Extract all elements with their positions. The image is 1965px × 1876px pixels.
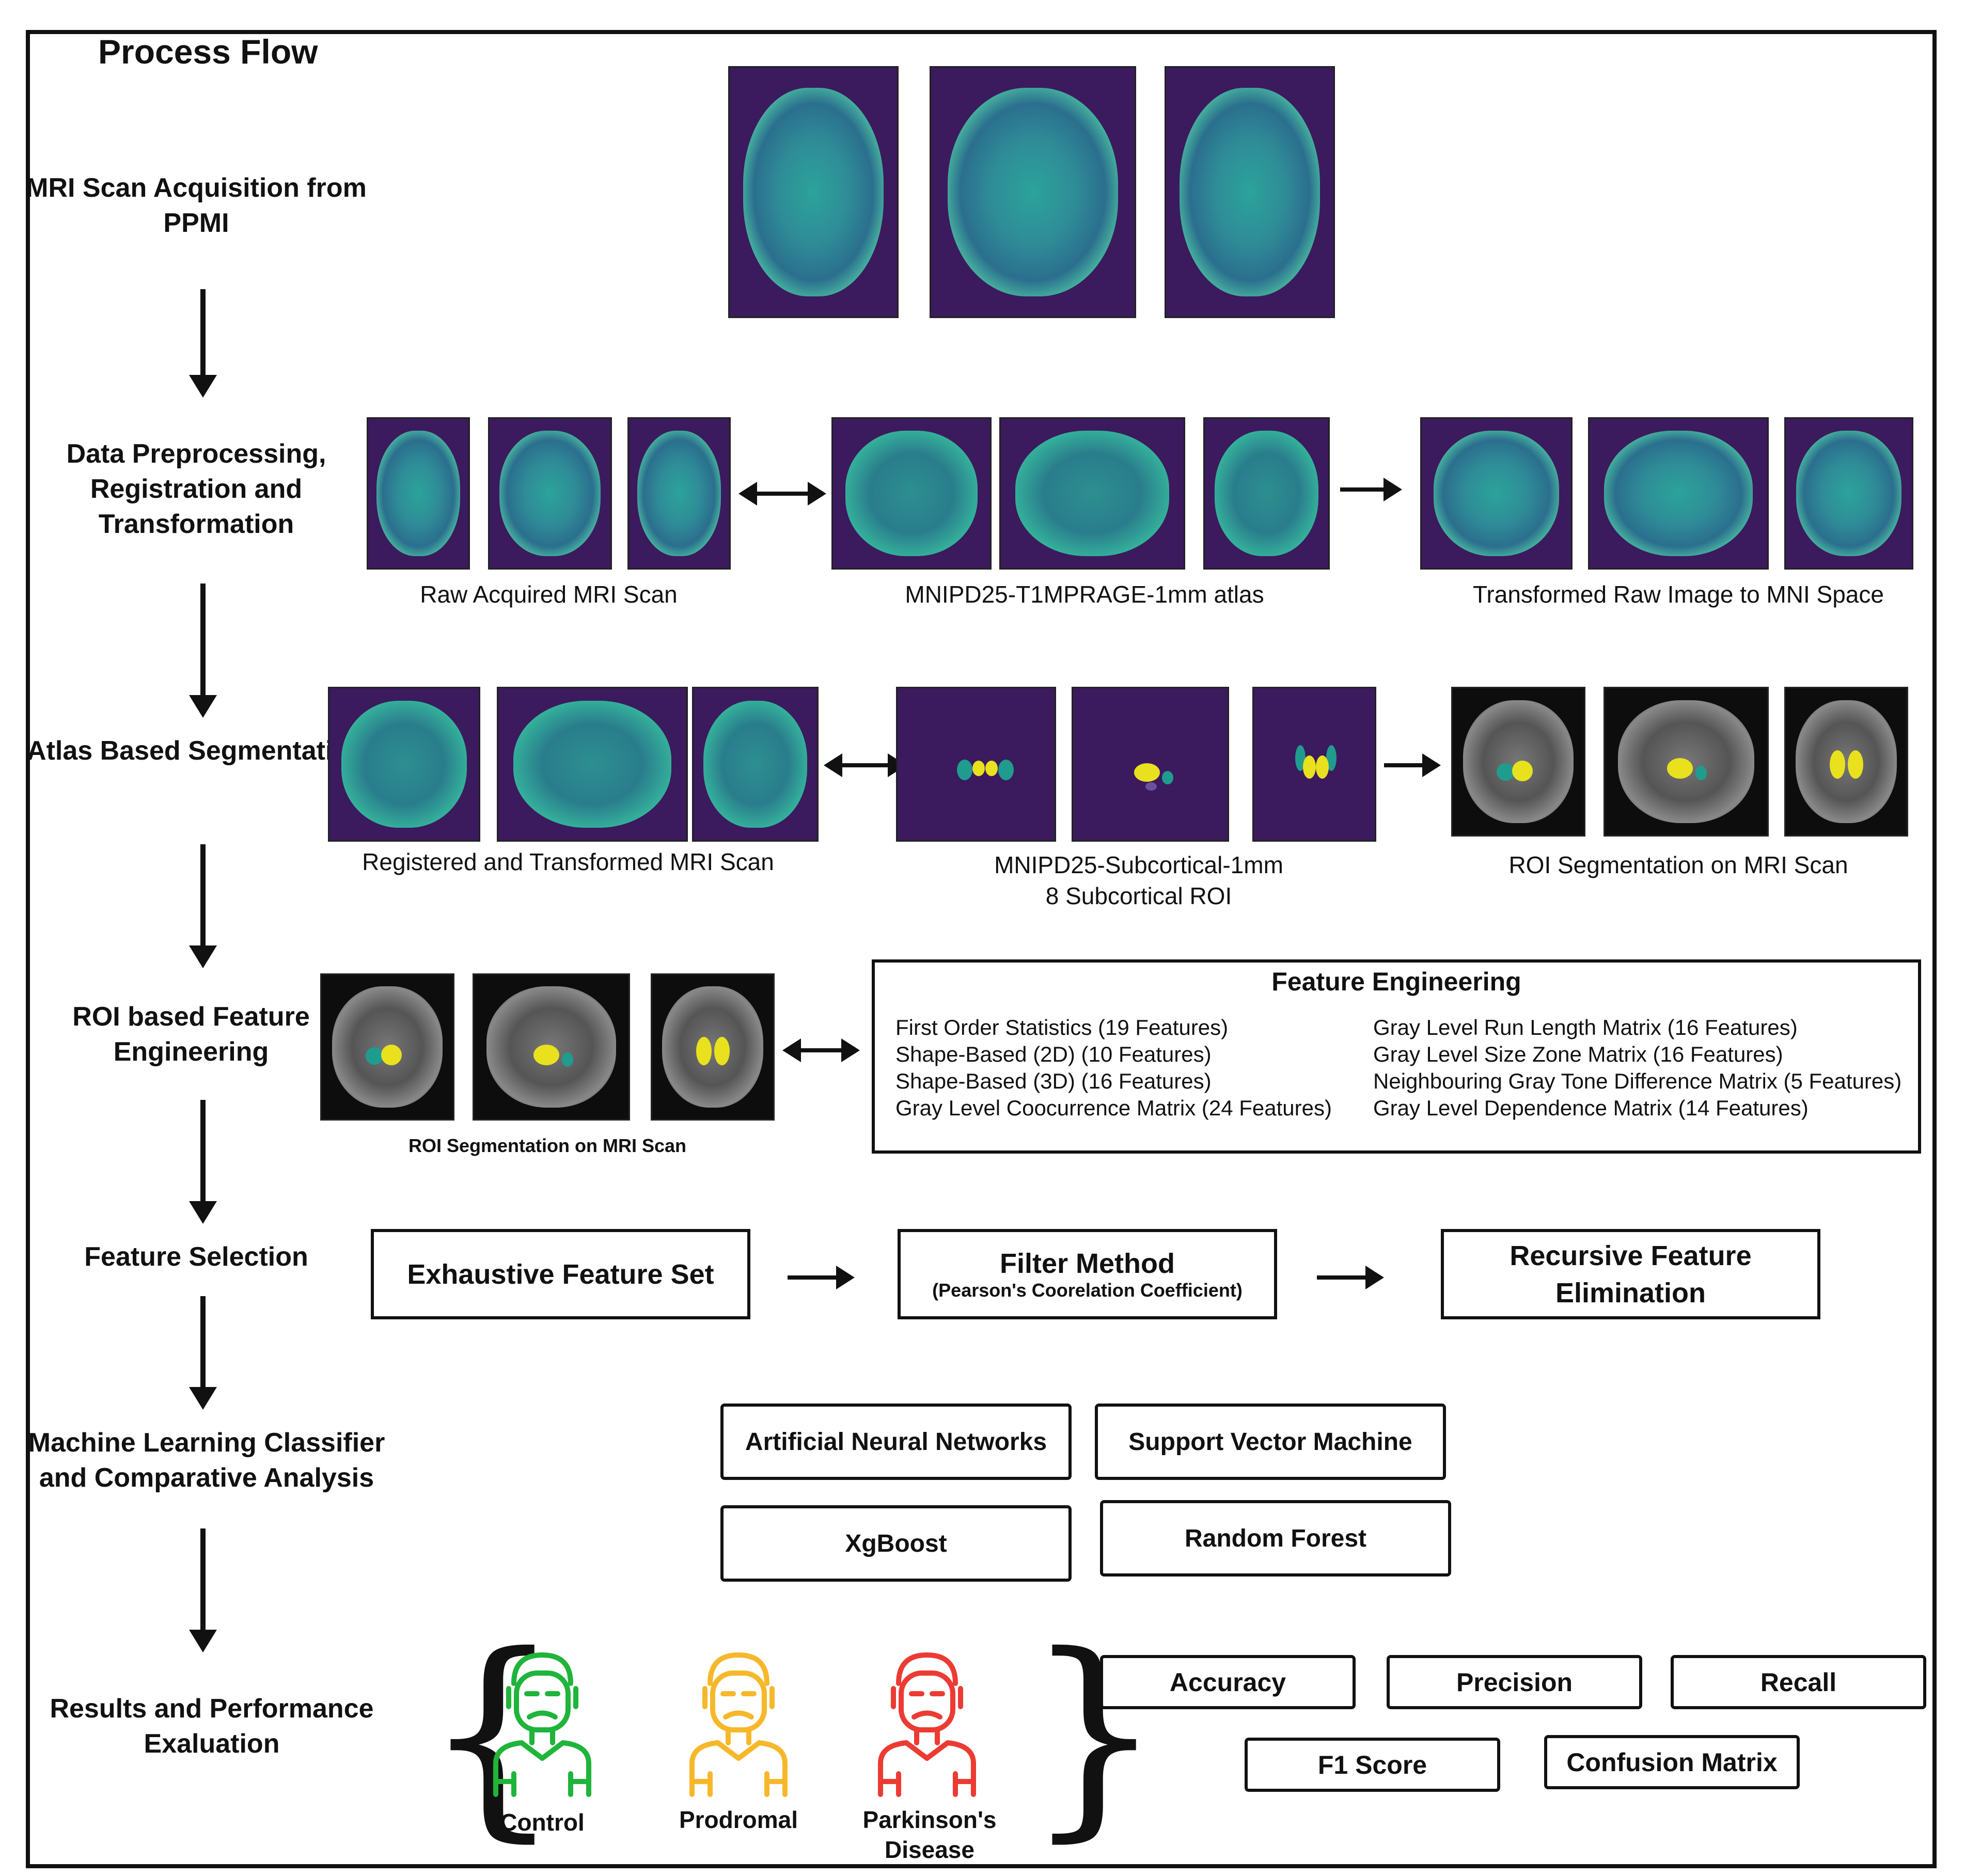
mri-sagittal-image [930,66,1136,318]
accuracy-box: Accuracy [1100,1655,1356,1709]
raw-axial-image [627,417,731,570]
recall-box: Recall [1671,1655,1926,1709]
stage-preprocessing: Data Preprocessing, Registration and Tra… [66,439,326,539]
stage-mri-acquisition: MRI Scan Acquisition from PPMI [26,173,367,238]
feature-item: First Order Statistics (19 Features) [895,1015,1229,1039]
filter-method-box: Filter Method (Pearson's Coorelation Coe… [898,1229,1277,1319]
right-arrow [1340,478,1402,501]
feature-item: Gray Level Size Zone Matrix (16 Features… [1373,1042,1783,1066]
svm-label: Support Vector Machine [1128,1428,1412,1456]
xgboost-box: XgBoost [720,1505,1072,1582]
ann-label: Artificial Neural Networks [745,1428,1047,1456]
caption-transformed: Transformed Raw Image to MNI Space [1473,581,1884,608]
right-arrow [1384,753,1441,777]
bidirectional-arrow [782,1038,860,1062]
feature-item: Shape-Based (3D) (16 Features) [895,1069,1212,1093]
recall-label: Recall [1760,1667,1837,1697]
control-person-icon [493,1652,591,1797]
exhaustive-feature-set-label: Exhaustive Feature Set [407,1258,714,1290]
stage-ml-classifier: Machine Learning Classifier and Comparat… [28,1428,385,1493]
flow-arrow-down [189,584,217,718]
atlas-sagittal-image [999,417,1185,570]
atlas-axial-image [1203,417,1330,570]
caption-atlas: MNIPD25-T1MPRAGE-1mm atlas [905,581,1264,608]
stage-roi-feature-engineering: ROI based Feature Engineering [72,1002,310,1067]
caption-roi-segmentation: ROI Segmentation on MRI Scan [1508,852,1848,878]
right-arrow [788,1266,855,1289]
roi-overlay-coronal-image [1451,687,1585,837]
xgboost-label: XgBoost [845,1530,947,1557]
confusion-matrix-label: Confusion Matrix [1566,1747,1778,1777]
transformed-sagittal-image [1588,417,1769,570]
feature-item: Gray Level Run Length Matrix (16 Feature… [1373,1015,1798,1039]
mri-coronal-image [728,66,899,318]
caption-subcortical-atlas: MNIPD25-Subcortical-1mm [994,852,1283,878]
subcortical-axial-image [1252,687,1376,842]
atlas-coronal-image [831,417,992,570]
right-brace: } [1025,1609,1164,1861]
stage-feature-selection: Feature Selection [84,1242,308,1272]
parkinsons-label: Parkinson's Disease [862,1806,997,1863]
caption-roi-segmentation-small: ROI Segmentation on MRI Scan [408,1135,687,1156]
registered-coronal-image [328,687,480,842]
random-forest-box: Random Forest [1100,1500,1451,1577]
precision-label: Precision [1456,1667,1573,1697]
roi-feature-axial-image [651,973,775,1121]
f1-score-box: F1 Score [1245,1738,1500,1792]
stage-results: Results and Performance Exaluation [50,1694,374,1759]
recursive-feature-elimination-label: Recursive Feature Elimination [1510,1240,1752,1309]
confusion-matrix-box: Confusion Matrix [1544,1735,1800,1789]
control-label: Control [500,1809,585,1836]
transformed-coronal-image [1420,417,1573,570]
random-forest-label: Random Forest [1184,1524,1367,1552]
bidirectional-arrow [824,753,906,777]
feature-item: Gray Level Dependence Matrix (14 Feature… [1373,1096,1809,1120]
filter-method-label: Filter Method [1000,1248,1175,1279]
raw-sagittal-image [488,417,612,570]
flow-arrow-down [189,1100,217,1224]
feature-list-left: First Order Statistics (19 Features) Sha… [895,1014,1332,1122]
parkinsons-person-icon [878,1652,976,1797]
ann-box: Artificial Neural Networks [720,1404,1072,1480]
diagram-title: Process Flow [98,33,318,71]
diagram-frame [26,30,1937,1868]
registered-axial-image [692,687,819,842]
prodromal-label: Prodromal [679,1806,798,1833]
left-brace: { [423,1609,562,1861]
roi-overlay-axial-image [1784,687,1908,837]
f1-score-label: F1 Score [1317,1750,1427,1779]
caption-subcortical-roi: 8 Subcortical ROI [1045,882,1232,909]
registered-sagittal-image [497,687,688,842]
subcortical-sagittal-image [1072,687,1229,842]
flow-arrow-down [189,1296,217,1410]
right-arrow [1317,1266,1384,1289]
feature-engineering-title: Feature Engineering [1271,967,1521,996]
feature-item: Shape-Based (2D) (10 Features) [895,1042,1212,1066]
bidirectional-arrow [738,482,826,506]
feature-item: Neighbouring Gray Tone Difference Matrix… [1373,1069,1902,1093]
roi-overlay-sagittal-image [1604,687,1769,837]
roi-feature-coronal-image [320,973,454,1121]
svm-box: Support Vector Machine [1095,1404,1446,1480]
accuracy-label: Accuracy [1169,1667,1286,1697]
caption-raw-scan: Raw Acquired MRI Scan [420,581,678,608]
stage-atlas-segmentation: Atlas Based Segmentation [27,736,366,766]
filter-method-sublabel: (Pearson's Coorelation Coefficient) [932,1279,1243,1301]
subcortical-coronal-image [896,687,1056,842]
roi-feature-sagittal-image [473,973,630,1121]
mri-axial-image [1165,66,1335,318]
flow-arrow-down [189,844,217,968]
flow-arrow-down [189,289,217,398]
feature-item: Gray Level Coocurrence Matrix (24 Featur… [895,1096,1332,1120]
exhaustive-feature-set-box: Exhaustive Feature Set [371,1229,750,1319]
raw-coronal-image [367,417,470,570]
prodromal-person-icon [689,1652,788,1797]
recursive-feature-elimination-box: Recursive Feature Elimination [1441,1229,1820,1319]
transformed-axial-image [1784,417,1913,570]
caption-registered: Registered and Transformed MRI Scan [362,848,774,875]
precision-box: Precision [1387,1655,1642,1709]
feature-engineering-box: Feature Engineering First Order Statisti… [872,959,1921,1154]
flow-arrow-down [189,1528,217,1652]
feature-list-right: Gray Level Run Length Matrix (16 Feature… [1373,1014,1901,1122]
